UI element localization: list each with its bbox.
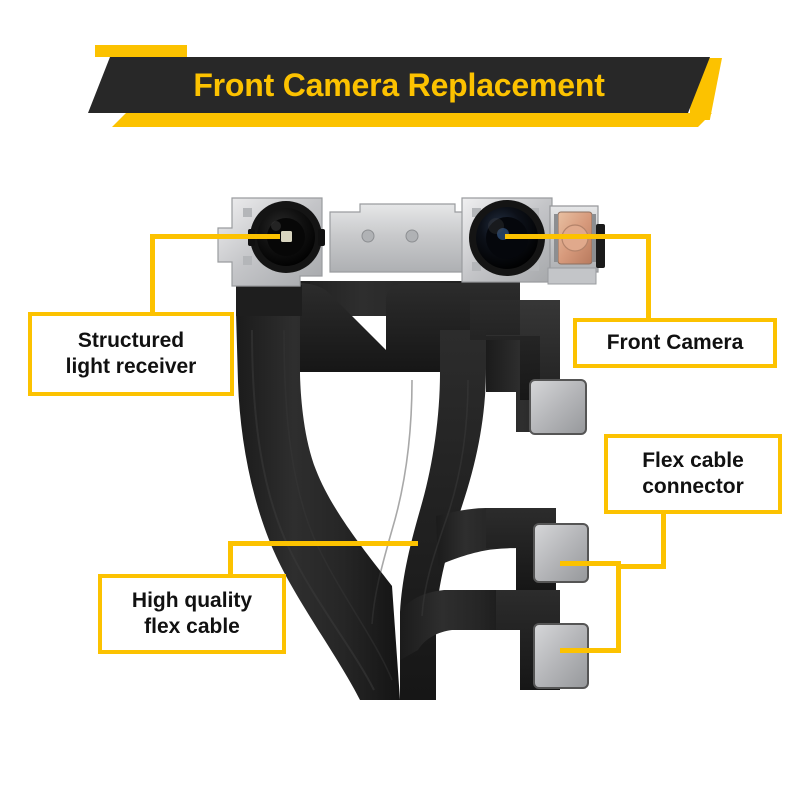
- connector-pad-top-right: [529, 379, 587, 435]
- flex-cable-ribbon: [236, 281, 586, 700]
- leader-flex-vertical: [228, 541, 233, 577]
- metal-bracket: [217, 197, 605, 287]
- leader-connector-vertical-main: [661, 514, 666, 568]
- connector-pad-bottom: [533, 623, 589, 689]
- leader-front-camera-vertical: [646, 234, 651, 320]
- leader-connector-vertical-branch: [616, 561, 621, 653]
- leader-structured-horizontal: [150, 234, 280, 239]
- callout-front-camera-text: Front Camera: [606, 330, 744, 354]
- leader-connector-horizontal-main: [616, 564, 666, 569]
- callout-front-camera[interactable]: Front Camera: [573, 318, 777, 368]
- connector-pad-middle: [533, 523, 589, 583]
- header-banner: Front Camera Replacement: [88, 57, 710, 113]
- banner-accent-bottom-stripe: [112, 113, 712, 127]
- leader-flex-horizontal: [228, 541, 418, 546]
- leader-connector-branch-upper: [560, 561, 620, 566]
- page-title: Front Camera Replacement: [193, 66, 605, 103]
- leader-connector-branch-lower: [560, 648, 620, 653]
- banner-accent-top-bar: [95, 45, 187, 57]
- leader-structured-vertical: [150, 234, 155, 314]
- leader-front-camera-horizontal: [505, 234, 651, 239]
